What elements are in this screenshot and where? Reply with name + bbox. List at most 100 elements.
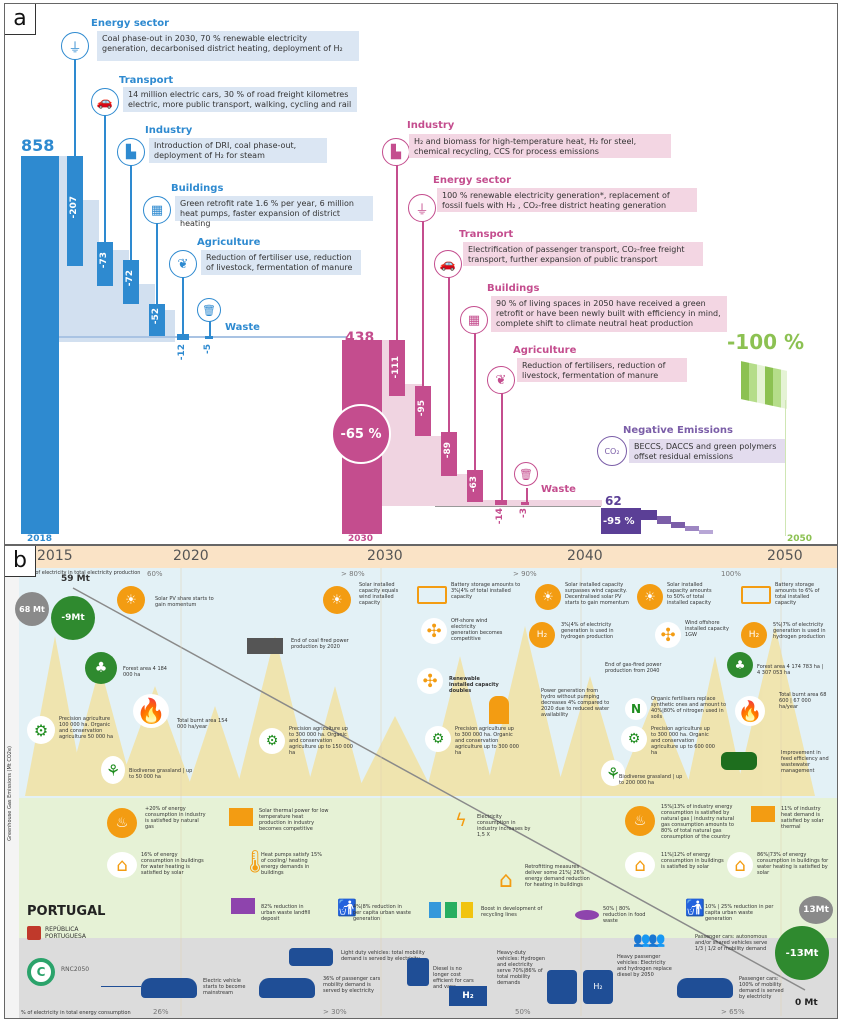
- note-ind-solar: 11% of industry heat demand is satisfied…: [781, 806, 824, 830]
- emission-cloud-end: 13Mt: [799, 896, 833, 924]
- rnc-label: RNC2050: [61, 966, 90, 973]
- note-battery-6: Battery storage amounts to 6% of total i…: [775, 582, 820, 606]
- purple-step-5: [699, 530, 713, 534]
- note-h2-3: 3%|4% of electricity generation is used …: [561, 622, 614, 640]
- reduction-bar-waste: [205, 336, 213, 339]
- note-coal-end: End of coal fired power production by 20…: [291, 638, 349, 650]
- connector-agriculture: [182, 266, 184, 334]
- note-ind-gas-1: +20% of energy consumption in industry i…: [145, 806, 206, 830]
- person-trash-icon: 🚮: [337, 898, 357, 917]
- building-icon: ▦: [143, 196, 171, 224]
- people-icon: 👥👥: [633, 932, 666, 948]
- tree-icon: ♣: [727, 652, 753, 678]
- reduction-bar-buildings-2050: [467, 470, 483, 502]
- recycling-bins-icon: [429, 902, 473, 918]
- wind-turbine-icon: ✣: [655, 622, 681, 648]
- title-buildings-1: Buildings: [171, 183, 224, 194]
- value-agriculture-2030: -12: [177, 344, 187, 361]
- note-grass-1: Biodiverse grassland | up to 50 000 ha: [129, 768, 193, 780]
- value-industry-2050: -111: [391, 356, 401, 379]
- sun-icon: ☀: [637, 584, 663, 610]
- purple-step-3: [671, 522, 685, 528]
- tractor-icon: ⚙: [27, 716, 55, 744]
- sun-icon: ☀: [117, 586, 145, 614]
- flag-pole: [785, 400, 786, 536]
- tractor-icon: ⚙: [425, 726, 451, 752]
- title-negative: Negative Emissions: [623, 425, 733, 436]
- building-icon: ▦: [460, 306, 488, 334]
- value-transport-2030: -73: [99, 252, 109, 269]
- value-energy-2050: -95: [417, 400, 427, 417]
- panel-label-b: b: [5, 546, 36, 577]
- text-buildings-2: 90 % of living spaces in 2050 have recei…: [491, 296, 727, 332]
- year-2030: 2030: [348, 534, 374, 544]
- connector-buildings: [156, 212, 158, 306]
- total-2050: 62: [605, 494, 622, 508]
- hydrogen-icon: H₂: [529, 622, 555, 648]
- lightning-icon: ϟ: [455, 810, 467, 831]
- note-livestock: Improvement in feed efficiency and waste…: [781, 750, 829, 774]
- tractor-icon: ⚙: [259, 728, 285, 754]
- text-negative: BECCS, DACCS and green polymers offset r…: [629, 439, 785, 463]
- note-diesel: Diesel is no longer cost efficient for c…: [433, 966, 474, 990]
- reduction-2050-badge: -95 %: [603, 516, 635, 527]
- decade-2030: 2030: [367, 548, 403, 564]
- rnc-logo-icon: C: [27, 958, 55, 986]
- purple-step-1: [641, 510, 657, 520]
- note-forest-1: Forest area 4 184 000 ha: [123, 666, 167, 678]
- value-buildings-2030: -52: [151, 308, 161, 325]
- text-transport-2: Electrification of passenger transport, …: [463, 242, 703, 266]
- note-waste-red: 4%|8% reduction in per capita urban wast…: [353, 904, 411, 922]
- note-ind-gas-2: 15%|13% of industry energy consumption i…: [661, 804, 735, 840]
- net-emissions-trend-line: [72, 587, 806, 991]
- wind-turbine-icon: ✣: [417, 668, 443, 694]
- reduction-bar-buildings: [149, 304, 165, 336]
- share-80: > 80%: [341, 570, 365, 578]
- van-icon: [289, 948, 333, 966]
- note-food-waste: 50% | 80% reduction in food waste: [603, 906, 646, 924]
- connector-transport-2: [448, 266, 450, 434]
- note-renew-double: Renewable installed capacity doubles: [449, 676, 499, 694]
- note-forest-2: Forest area 4 174 783 ha | 4 307 053 ha: [757, 664, 824, 676]
- charging-cable: [101, 986, 141, 987]
- co2-icon: CO₂: [597, 436, 627, 466]
- house-icon: ⌂: [499, 868, 513, 893]
- reduction-bar-industry-2050: [389, 340, 405, 396]
- trash-icon: 🗑: [514, 462, 538, 486]
- note-offshore-1gw: Wind offshore installed capacity 1GW: [685, 620, 729, 638]
- connector-agriculture-2: [501, 382, 503, 502]
- note-solar-wind: Solar installed capacity equals wind ins…: [359, 582, 399, 606]
- reduction-bar-energy-2050: [415, 386, 431, 436]
- note-ev-main: Electric vehicle starts to become mainst…: [203, 978, 246, 996]
- solar-factory-icon: [229, 808, 253, 826]
- note-bld-solar-1: 16% of energy consumption in buildings f…: [141, 852, 204, 876]
- share-90: > 90%: [513, 570, 537, 578]
- battery-icon: [741, 586, 771, 604]
- note-pv-momentum: Solar PV share starts to gain momentum: [155, 596, 214, 608]
- note-gas-end: End of gas-fired power production from 2…: [605, 662, 662, 674]
- title-waste-2: Waste: [541, 484, 576, 495]
- note-retrofit: Retrofitting measures deliver some 21%| …: [525, 864, 590, 888]
- title-energy-1: Energy sector: [91, 18, 170, 29]
- text-transport-1: 14 million electric cars, 30 % of road f…: [123, 87, 357, 112]
- reduction-2030-badge: -65 %: [331, 404, 391, 464]
- solar-house-icon: ⌂: [727, 852, 753, 878]
- grass-icon: ⚘: [601, 760, 625, 786]
- bar-2018-total: [21, 156, 59, 534]
- solar-house-icon: ⌂: [107, 852, 137, 878]
- note-pumping: Power generation from hydro without pump…: [541, 688, 610, 718]
- sun-icon: ☀: [535, 584, 561, 610]
- note-light-duty: Light duty vehicles: total mobility dema…: [341, 950, 425, 962]
- panel-a-roadmap: a -207 -73 -72 -52 -12 -5 858 2018 ⏚ 🚗 ▙…: [4, 3, 838, 545]
- bottom-share-26: 26%: [153, 1008, 169, 1016]
- share-100: 100%: [721, 570, 742, 578]
- note-autonomous: Passenger cars: autonomous and/or shared…: [695, 934, 768, 952]
- text-agriculture-2: Reduction of fertilisers, reduction of l…: [517, 358, 687, 382]
- pink-area-5: [382, 500, 602, 506]
- cow-icon: [721, 752, 757, 770]
- text-buildings-1: Green retrofit rate 1.6 % per year, 6 mi…: [175, 196, 373, 228]
- value-transport-2050: -89: [443, 442, 453, 459]
- bottom-axis-label: % of electricity in total energy consump…: [21, 1010, 131, 1016]
- decade-2020: 2020: [173, 548, 209, 564]
- note-landfill: 82% reduction in urban waste landfill de…: [261, 904, 311, 922]
